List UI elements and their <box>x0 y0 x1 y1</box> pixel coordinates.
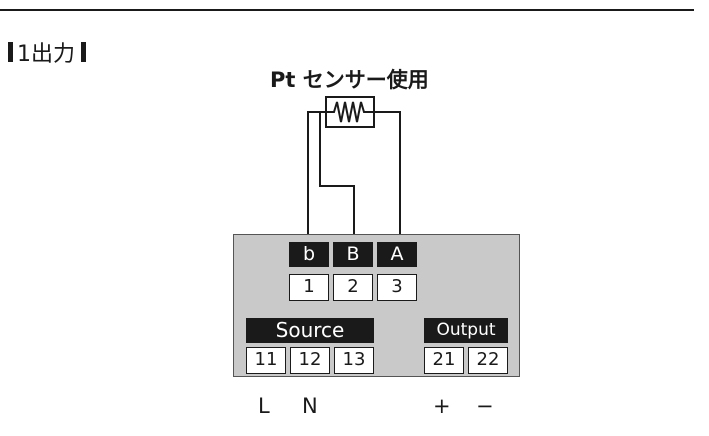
section-heading: 1出力 <box>8 36 86 68</box>
output-label: Output <box>424 318 508 343</box>
resistor-icon <box>326 101 374 123</box>
heading-bar-left <box>8 42 13 62</box>
label-plus: + <box>433 394 451 418</box>
terminal-number-3: 3 <box>377 274 417 301</box>
source-terminal-13: 13 <box>334 347 374 374</box>
terminal-number-2: 2 <box>333 274 373 301</box>
source-label: Source <box>246 318 374 343</box>
source-terminal-11: 11 <box>246 347 286 374</box>
output-terminal-22: 22 <box>468 347 508 374</box>
terminal-label-A: A <box>377 242 417 267</box>
heading-bar-right <box>81 42 86 62</box>
wire-b <box>307 111 326 242</box>
top-rule <box>0 9 694 11</box>
source-terminal-12: 12 <box>290 347 330 374</box>
label-minus: − <box>476 394 494 418</box>
terminal-label-b: b <box>289 242 329 267</box>
wire-B <box>319 111 355 242</box>
terminal-number-1: 1 <box>289 274 329 301</box>
label-l: L <box>258 394 270 418</box>
diagram-title: Pt センサー使用 <box>270 68 429 92</box>
terminal-label-B: B <box>333 242 373 267</box>
label-n: N <box>302 394 318 418</box>
output-terminal-21: 21 <box>424 347 464 374</box>
heading-text: 1出力 <box>17 42 75 67</box>
wire-A <box>374 111 401 242</box>
